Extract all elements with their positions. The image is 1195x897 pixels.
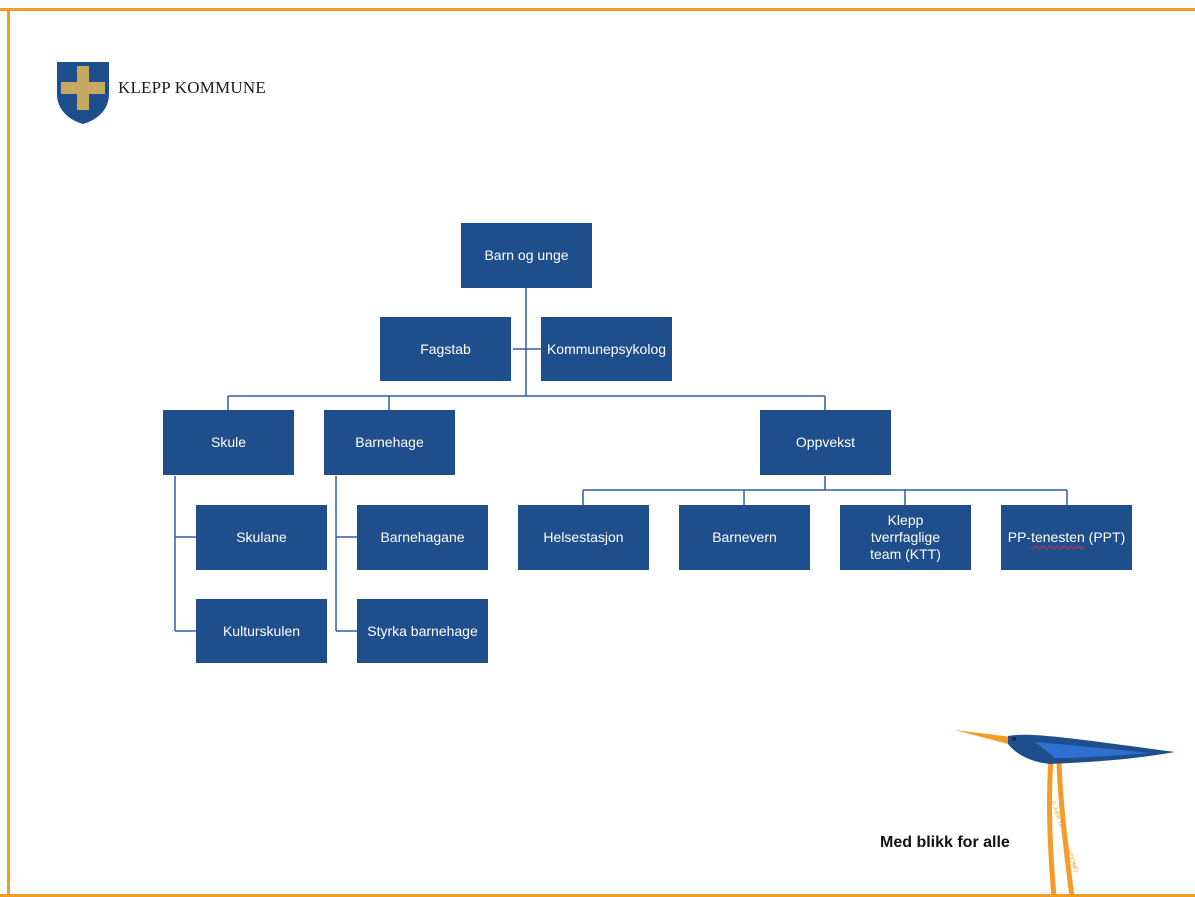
node-barn-og-unge: Barn og unge [461,223,592,288]
node-label: Fagstab [420,340,471,357]
node-helsestasjon: Helsestasjon [518,505,649,570]
node-label: Barnehagane [380,529,465,545]
slogan: Med blikk for alle [880,834,1010,851]
node-label: Barnehage [355,434,424,450]
node-label: PP-tenesten (PPT) [1008,529,1126,546]
node-label: Styrka barnehage [367,622,478,639]
node-label: Skule [210,434,247,450]
node-barnehagane: Barnehagane [357,505,488,570]
frame-left-border [7,8,10,897]
frame-bottom-border [0,894,1195,897]
node-ppt: PP-tenesten (PPT) [1001,505,1132,570]
node-label: Barnevern [712,529,777,545]
node-kommunepsykolog: Kommunepsykolog [541,317,672,381]
node-label: Kommunepsykolog [546,340,667,357]
node-oppvekst: Oppvekst [760,410,891,475]
organization-name: KLEPP KOMMUNE [118,78,266,97]
stork-illustration [955,730,1175,897]
node-styrka-barnehage: Styrka barnehage [357,599,488,663]
shield-cross-icon [57,62,109,124]
node-barnehage: Barnehage [324,410,455,475]
node-ktt: Klepp tverrfaglige team (KTT) [840,505,971,570]
frame-top-border [0,8,1195,11]
node-skule: Skule [163,410,294,475]
ppt-misspelled-word: tenesten [1031,529,1085,545]
ppt-suffix: (PPT) [1084,529,1126,545]
node-barnevern: Barnevern [679,505,810,570]
node-label: Barn og unge [484,247,569,263]
node-skulane: Skulane [196,505,327,570]
node-label: Skulane [236,529,287,545]
node-kulturskulen: Kulturskulen [196,599,327,663]
node-label: Oppvekst [795,434,856,450]
node-label: Kulturskulen [222,622,301,639]
node-fagstab: Fagstab [380,317,511,381]
node-label: Klepp tverrfaglige team (KTT) [870,512,941,562]
ppt-prefix: PP- [1007,529,1032,545]
node-label: Helsestasjon [543,529,624,545]
